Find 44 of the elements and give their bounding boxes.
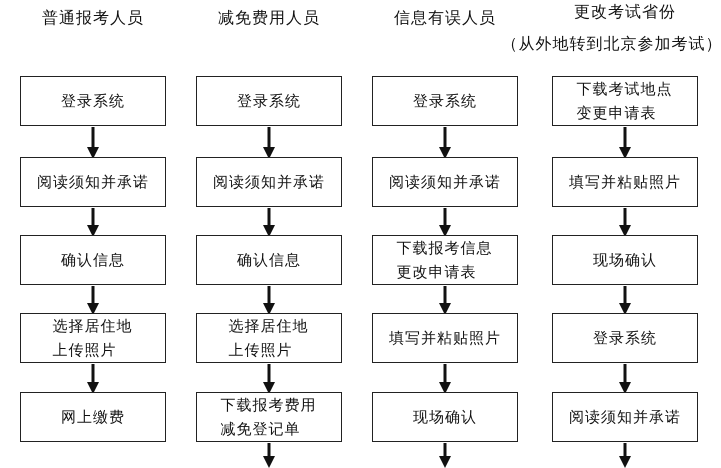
process-box: 选择居住地上传照片 [20,313,166,363]
arrow [439,443,451,468]
arrow [439,286,451,315]
arrow [619,443,631,468]
arrow [263,127,275,159]
process-box: 阅读须知并承诺 [372,157,518,207]
arrow [619,127,631,159]
process-box: 登录系统 [196,76,342,126]
arrow [263,364,275,394]
arrow [439,127,451,159]
process-box: 阅读须知并承诺 [196,157,342,207]
process-box: 下载报考信息更改申请表 [372,235,518,285]
column-heading: 减免费用人员 [218,8,320,29]
arrow [87,286,99,315]
process-box: 登录系统 [552,313,698,363]
column-heading: 普通报考人员 [42,8,144,29]
column-heading: （从外地转到北京参加考试） [502,34,721,55]
process-box: 选择居住地上传照片 [196,313,342,363]
process-box: 现场确认 [372,392,518,442]
process-box: 下载报考费用减免登记单 [196,392,342,442]
process-box: 下载考试地点变更申请表 [552,76,698,126]
column-heading: 信息有误人员 [394,8,496,29]
process-box: 确认信息 [20,235,166,285]
arrow [87,208,99,237]
process-box: 登录系统 [372,76,518,126]
arrow [263,208,275,237]
process-box: 现场确认 [552,235,698,285]
arrow [87,364,99,394]
process-box: 确认信息 [196,235,342,285]
process-box: 阅读须知并承诺 [552,392,698,442]
column-heading: 更改考试省份 [574,2,676,23]
process-box: 阅读须知并承诺 [20,157,166,207]
arrow [87,127,99,159]
arrow [619,208,631,237]
arrow [263,443,275,468]
process-box: 填写并粘贴照片 [372,313,518,363]
arrow [439,364,451,394]
arrow [619,364,631,394]
process-box: 网上缴费 [20,392,166,442]
process-box: 登录系统 [20,76,166,126]
process-box: 填写并粘贴照片 [552,157,698,207]
arrow [263,286,275,315]
arrow [439,208,451,237]
arrow [619,286,631,315]
